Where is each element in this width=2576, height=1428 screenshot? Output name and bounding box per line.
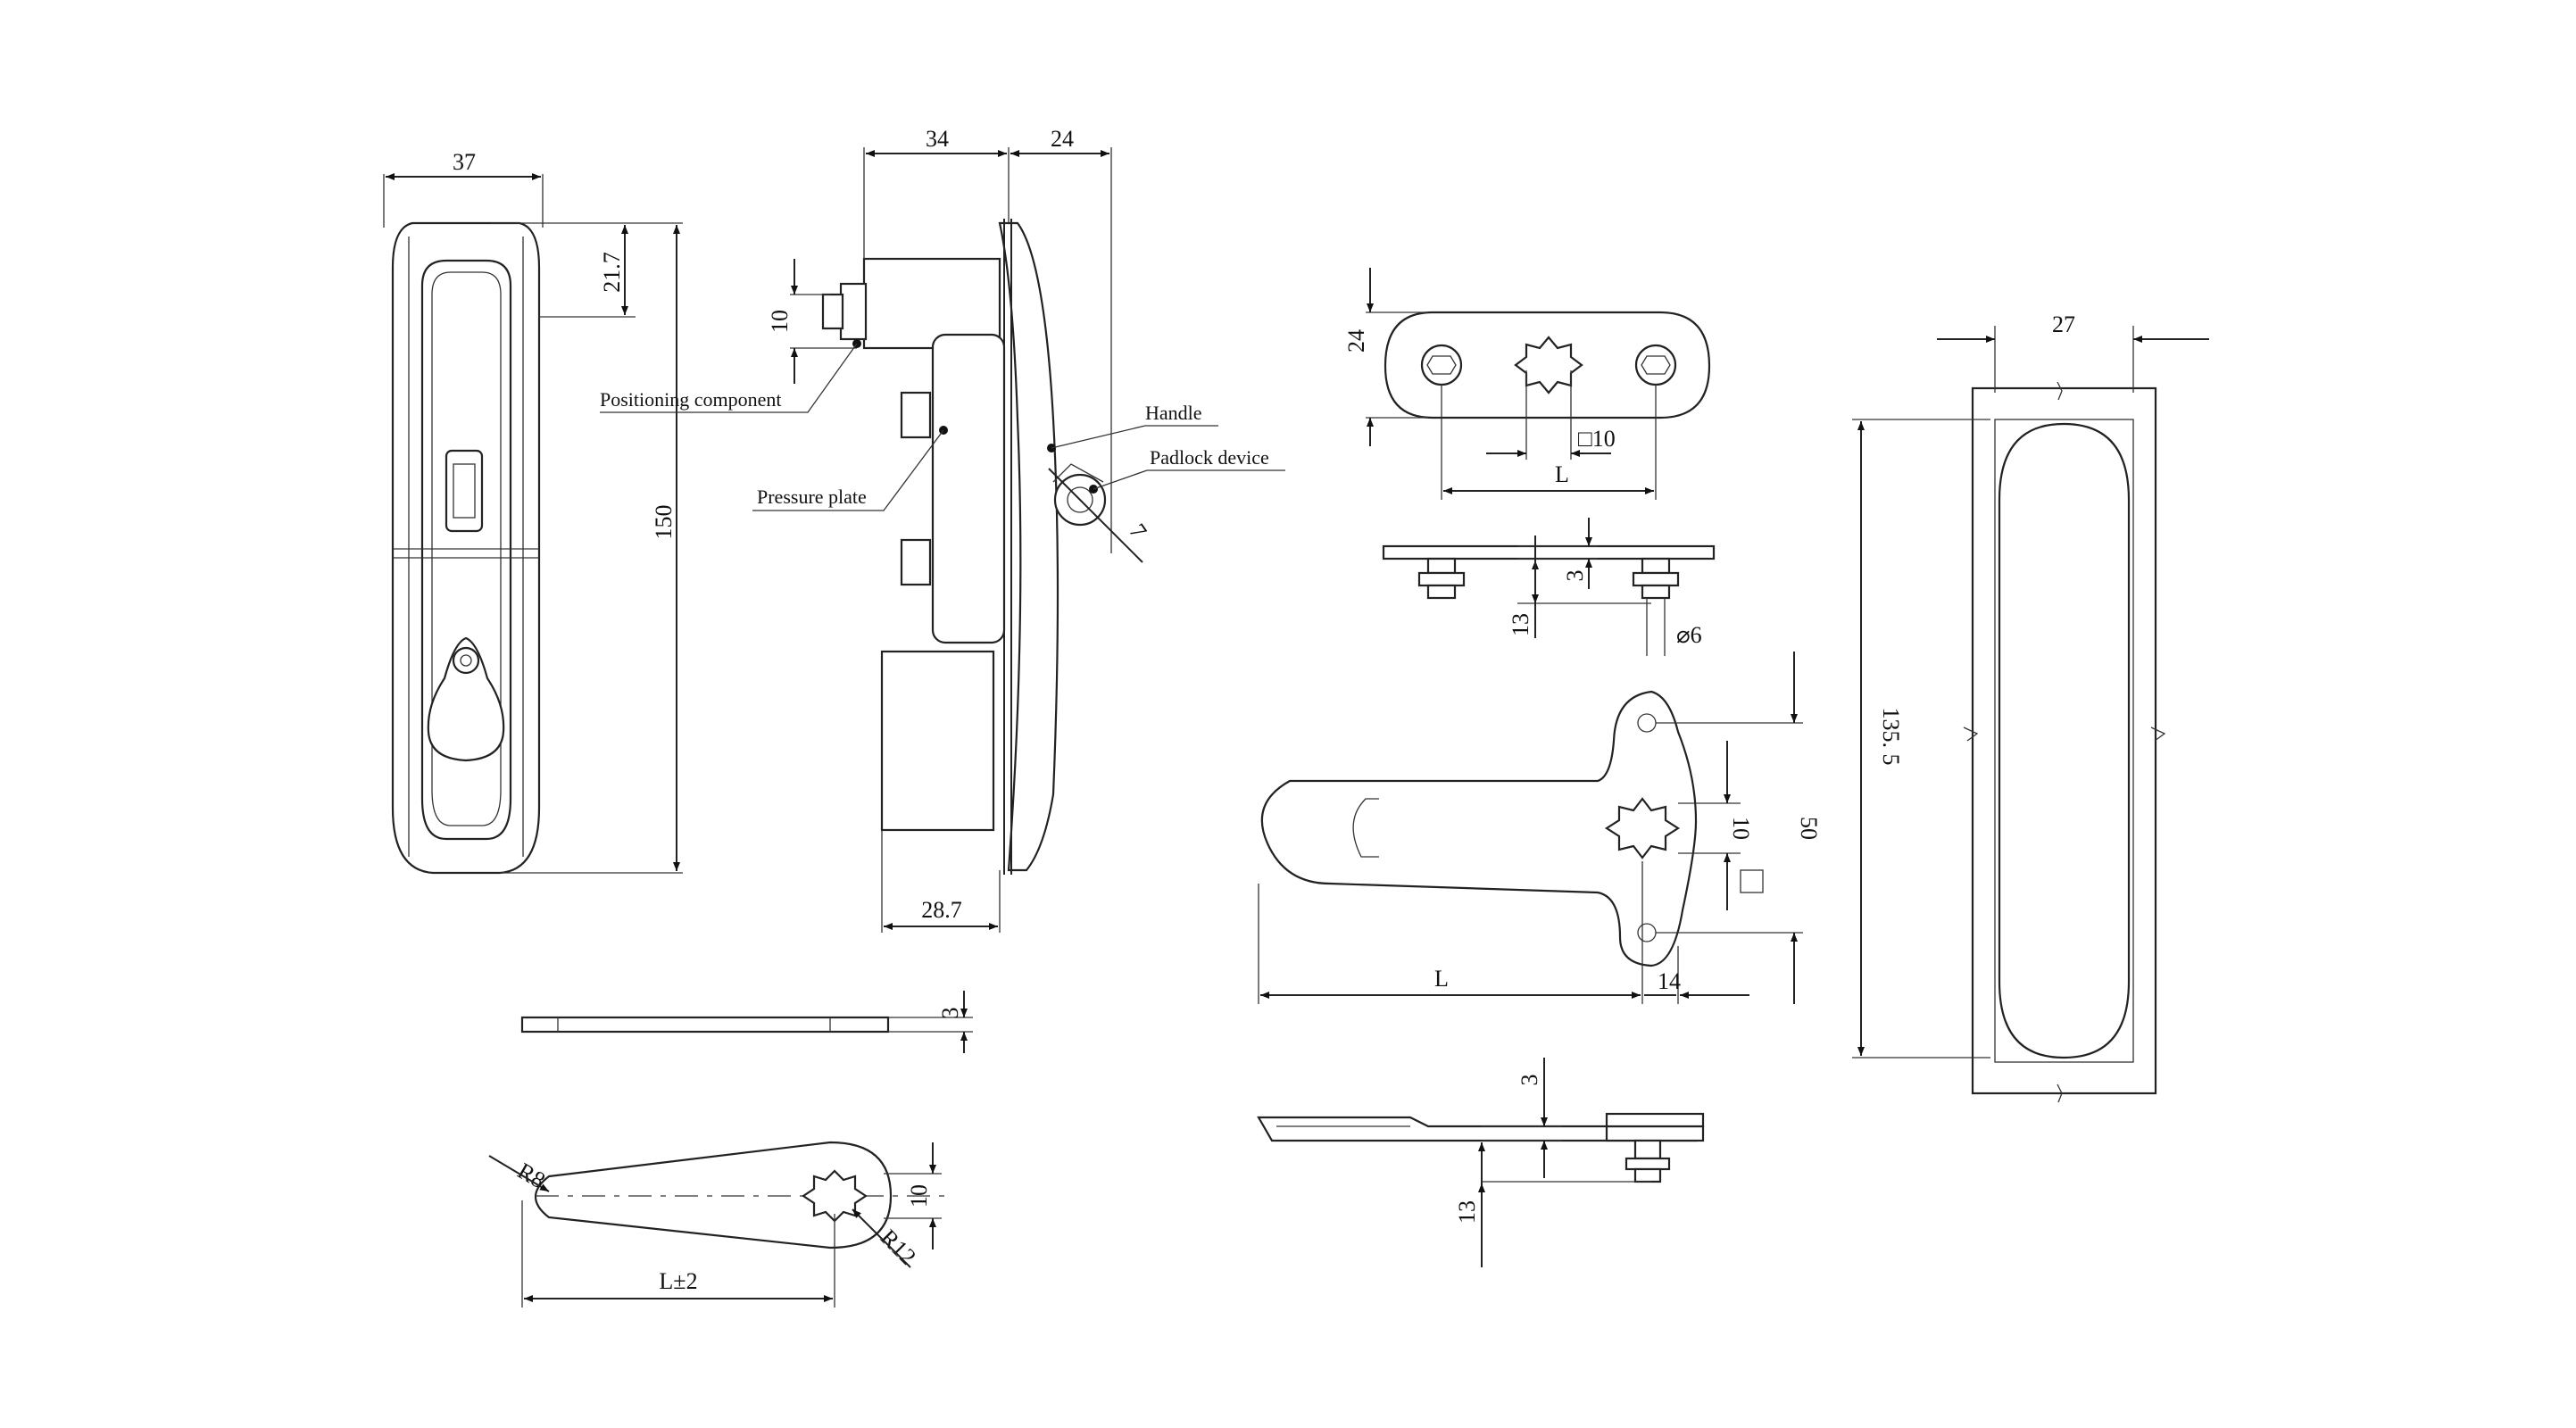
dim-tcam-height: 50	[1796, 817, 1822, 840]
t-cam-top: 50 10 L 14	[1258, 652, 1822, 1004]
dim-tcam-stud: 13	[1454, 1200, 1480, 1224]
label-positioning-component: Positioning component	[600, 388, 782, 411]
dim-bar-thickness: 3	[1562, 570, 1588, 582]
rod-bar-top: 24 □10 L	[1343, 268, 1711, 500]
dim-bar-stud: 13	[1508, 613, 1533, 636]
dim-top-offset: 21.7	[599, 252, 625, 293]
label-handle: Handle	[1145, 402, 1202, 424]
dim-side-depth-a: 34	[926, 126, 949, 152]
dim-tcam-square-w: 10	[1728, 817, 1754, 840]
cam-straight: 3	[520, 991, 973, 1053]
dim-bar-height: 24	[1343, 329, 1369, 353]
front-view: 37 150 21.7	[383, 149, 683, 875]
dim-cam-radius-large: R12	[876, 1225, 921, 1270]
dim-cam-width: 10	[906, 1184, 932, 1208]
rod-bar-side: 3 13 ⌀6	[1382, 518, 1716, 656]
dim-side-depth-b: 24	[1051, 126, 1074, 152]
dim-cutout-height: 135. 5	[1878, 708, 1904, 766]
dim-total-height: 150	[651, 505, 677, 540]
dim-bar-square: □10	[1578, 426, 1616, 452]
label-pressure-plate: Pressure plate	[757, 486, 867, 508]
dim-base-depth: 28.7	[921, 897, 962, 923]
dim-tcam-length: L	[1434, 966, 1449, 992]
t-cam-side: 3 13	[1257, 1058, 1705, 1267]
dim-cam-length: L±2	[659, 1268, 697, 1294]
panel-cutout: 27 135. 5	[1852, 311, 2209, 1103]
cam-tapered: R8 R12 10 L±2	[488, 1141, 946, 1308]
dim-cam-thickness: 3	[937, 1008, 963, 1019]
dim-bar-length: L	[1555, 461, 1569, 487]
side-view: 34 24 10 28.7 7 Positioning component Pr…	[600, 126, 1285, 933]
dim-positioning-height: 10	[767, 310, 793, 333]
dim-padlock-dia: 7	[1124, 519, 1151, 543]
label-padlock-device: Padlock device	[1150, 446, 1269, 469]
dim-bar-hole: ⌀6	[1676, 622, 1702, 648]
dim-cutout-width: 27	[2052, 311, 2075, 337]
dim-tcam-thickness: 3	[1517, 1075, 1542, 1086]
dim-tcam-offset: 14	[1658, 968, 1681, 994]
dim-front-width: 37	[453, 149, 476, 175]
